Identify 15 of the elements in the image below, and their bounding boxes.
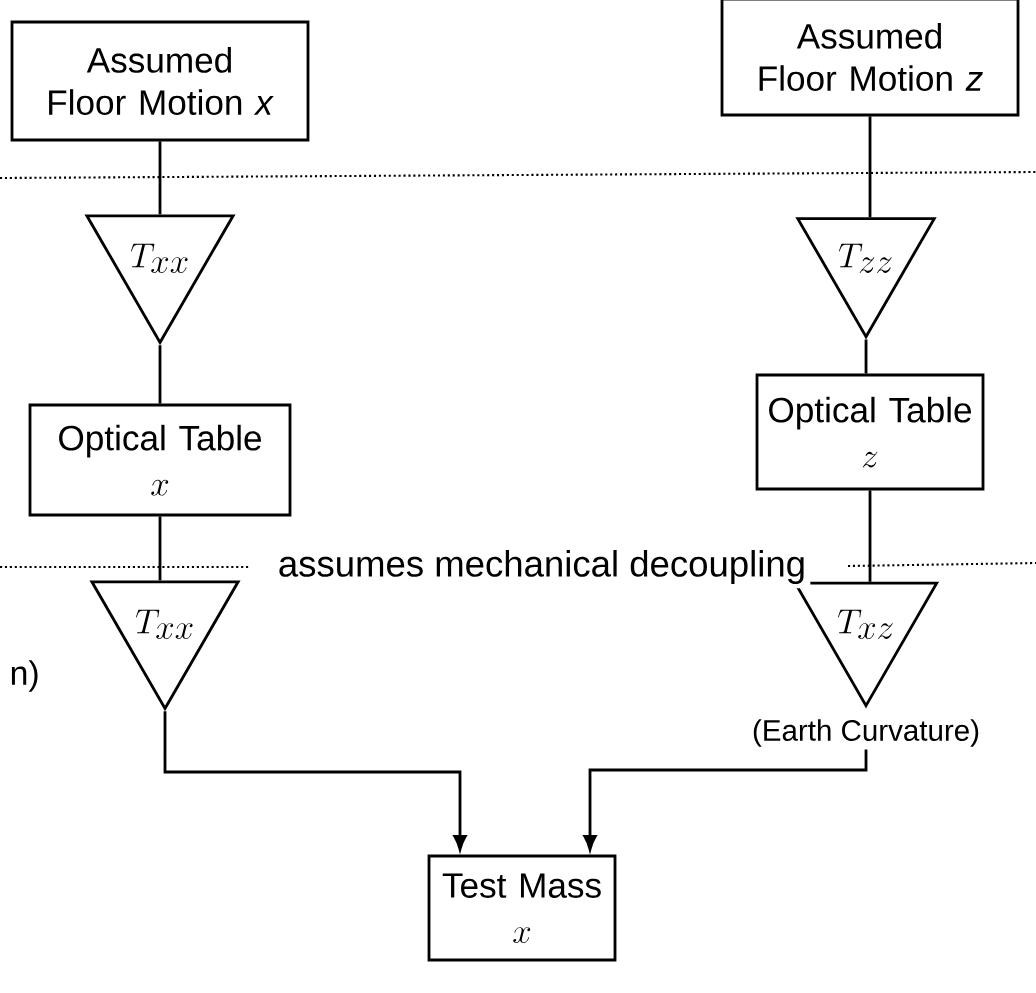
node-caption: (Earth Curvature) <box>753 719 979 747</box>
annotation-text: n) <box>5 656 44 696</box>
annotation-text: assumes mechanical decoupling <box>273 545 811 589</box>
connector <box>868 490 872 582</box>
connector <box>163 711 467 851</box>
process-box: Optical Table $x$ <box>28 403 292 517</box>
connector <box>158 345 162 404</box>
connector <box>158 141 162 215</box>
process-box: Assumed Floor Motion x <box>10 20 310 142</box>
connector <box>864 339 868 374</box>
connector <box>868 116 872 218</box>
process-box: Optical Table $z$ <box>755 373 985 491</box>
process-box: Assumed Floor Motion z <box>720 0 1020 117</box>
process-box: Test Mass $x$ <box>427 854 617 962</box>
connector <box>158 516 162 581</box>
